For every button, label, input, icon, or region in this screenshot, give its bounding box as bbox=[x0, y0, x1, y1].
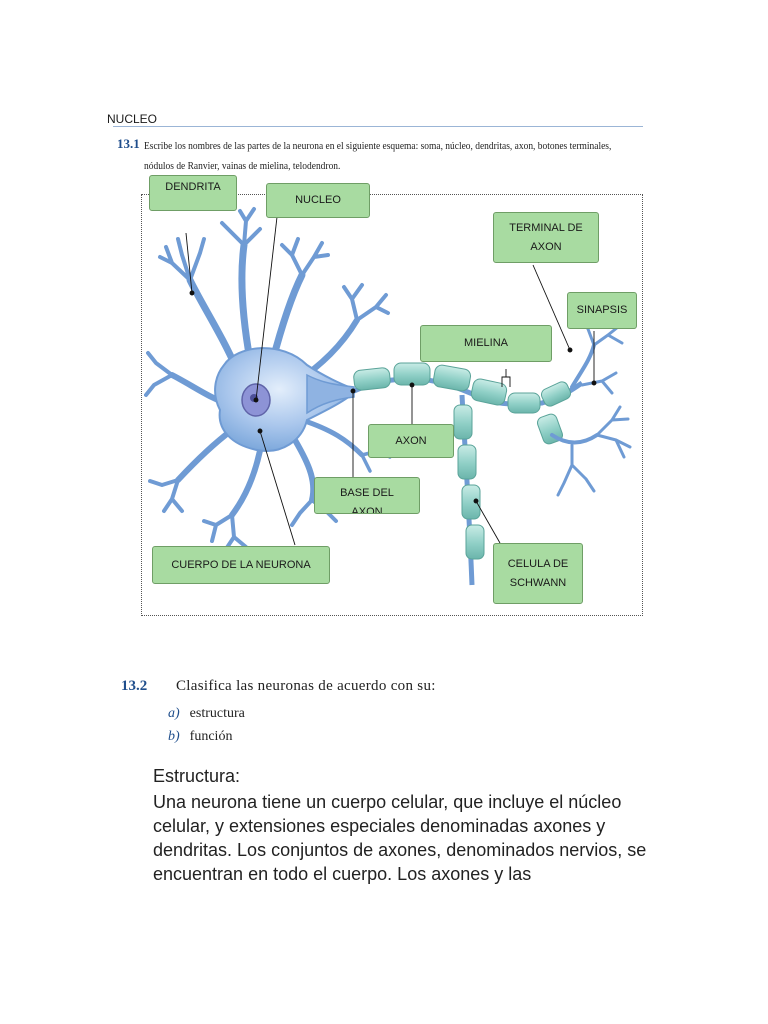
label-celula-schwann: CELULA DE SCHWANN bbox=[493, 543, 583, 604]
exercise-instruction: Escribe los nombres de las partes de la … bbox=[144, 140, 612, 172]
axon-terminals bbox=[550, 315, 632, 497]
option-b: b) función bbox=[168, 729, 232, 745]
leader-lines bbox=[185, 216, 597, 546]
option-a-text: estructura bbox=[189, 706, 245, 721]
answer-paragraph: Una neurona tiene un cuerpo celular, que… bbox=[153, 792, 647, 884]
label-nucleo: NUCLEO bbox=[266, 183, 370, 218]
label-axon: AXON bbox=[368, 424, 454, 458]
question-number: 13.2 bbox=[121, 678, 148, 694]
question-prompt: Clasifica las neuronas de acuerdo con su… bbox=[176, 678, 436, 694]
soma bbox=[214, 347, 359, 452]
neuron-illustration bbox=[144, 207, 632, 586]
header-label: NUCLEO bbox=[107, 112, 158, 126]
label-mielina: MIELINA bbox=[420, 325, 552, 362]
exercise-number: 13.1 bbox=[117, 136, 140, 151]
label-terminal-axon: TERMINAL DE AXON bbox=[493, 212, 599, 263]
answer-heading: Estructura: bbox=[153, 766, 241, 786]
answer-block: Estructura: Una neurona tiene un cuerpo … bbox=[153, 764, 653, 886]
option-a-letter: a) bbox=[168, 706, 180, 721]
neuron-diagram: DENDRITA NUCLEO TERMINAL DE AXON SINAPSI… bbox=[141, 175, 643, 616]
header-rule bbox=[113, 126, 643, 127]
label-base-axon: BASE DEL AXON bbox=[314, 477, 420, 514]
label-sinapsis: SINAPSIS bbox=[567, 292, 637, 329]
option-a: a) estructura bbox=[168, 706, 245, 722]
myelin-sheath bbox=[353, 362, 572, 560]
option-b-text: función bbox=[189, 729, 233, 744]
option-b-letter: b) bbox=[168, 729, 180, 744]
label-cuerpo-neurona: CUERPO DE LA NEURONA bbox=[152, 546, 330, 584]
label-dendrita: DENDRITA bbox=[149, 175, 237, 211]
